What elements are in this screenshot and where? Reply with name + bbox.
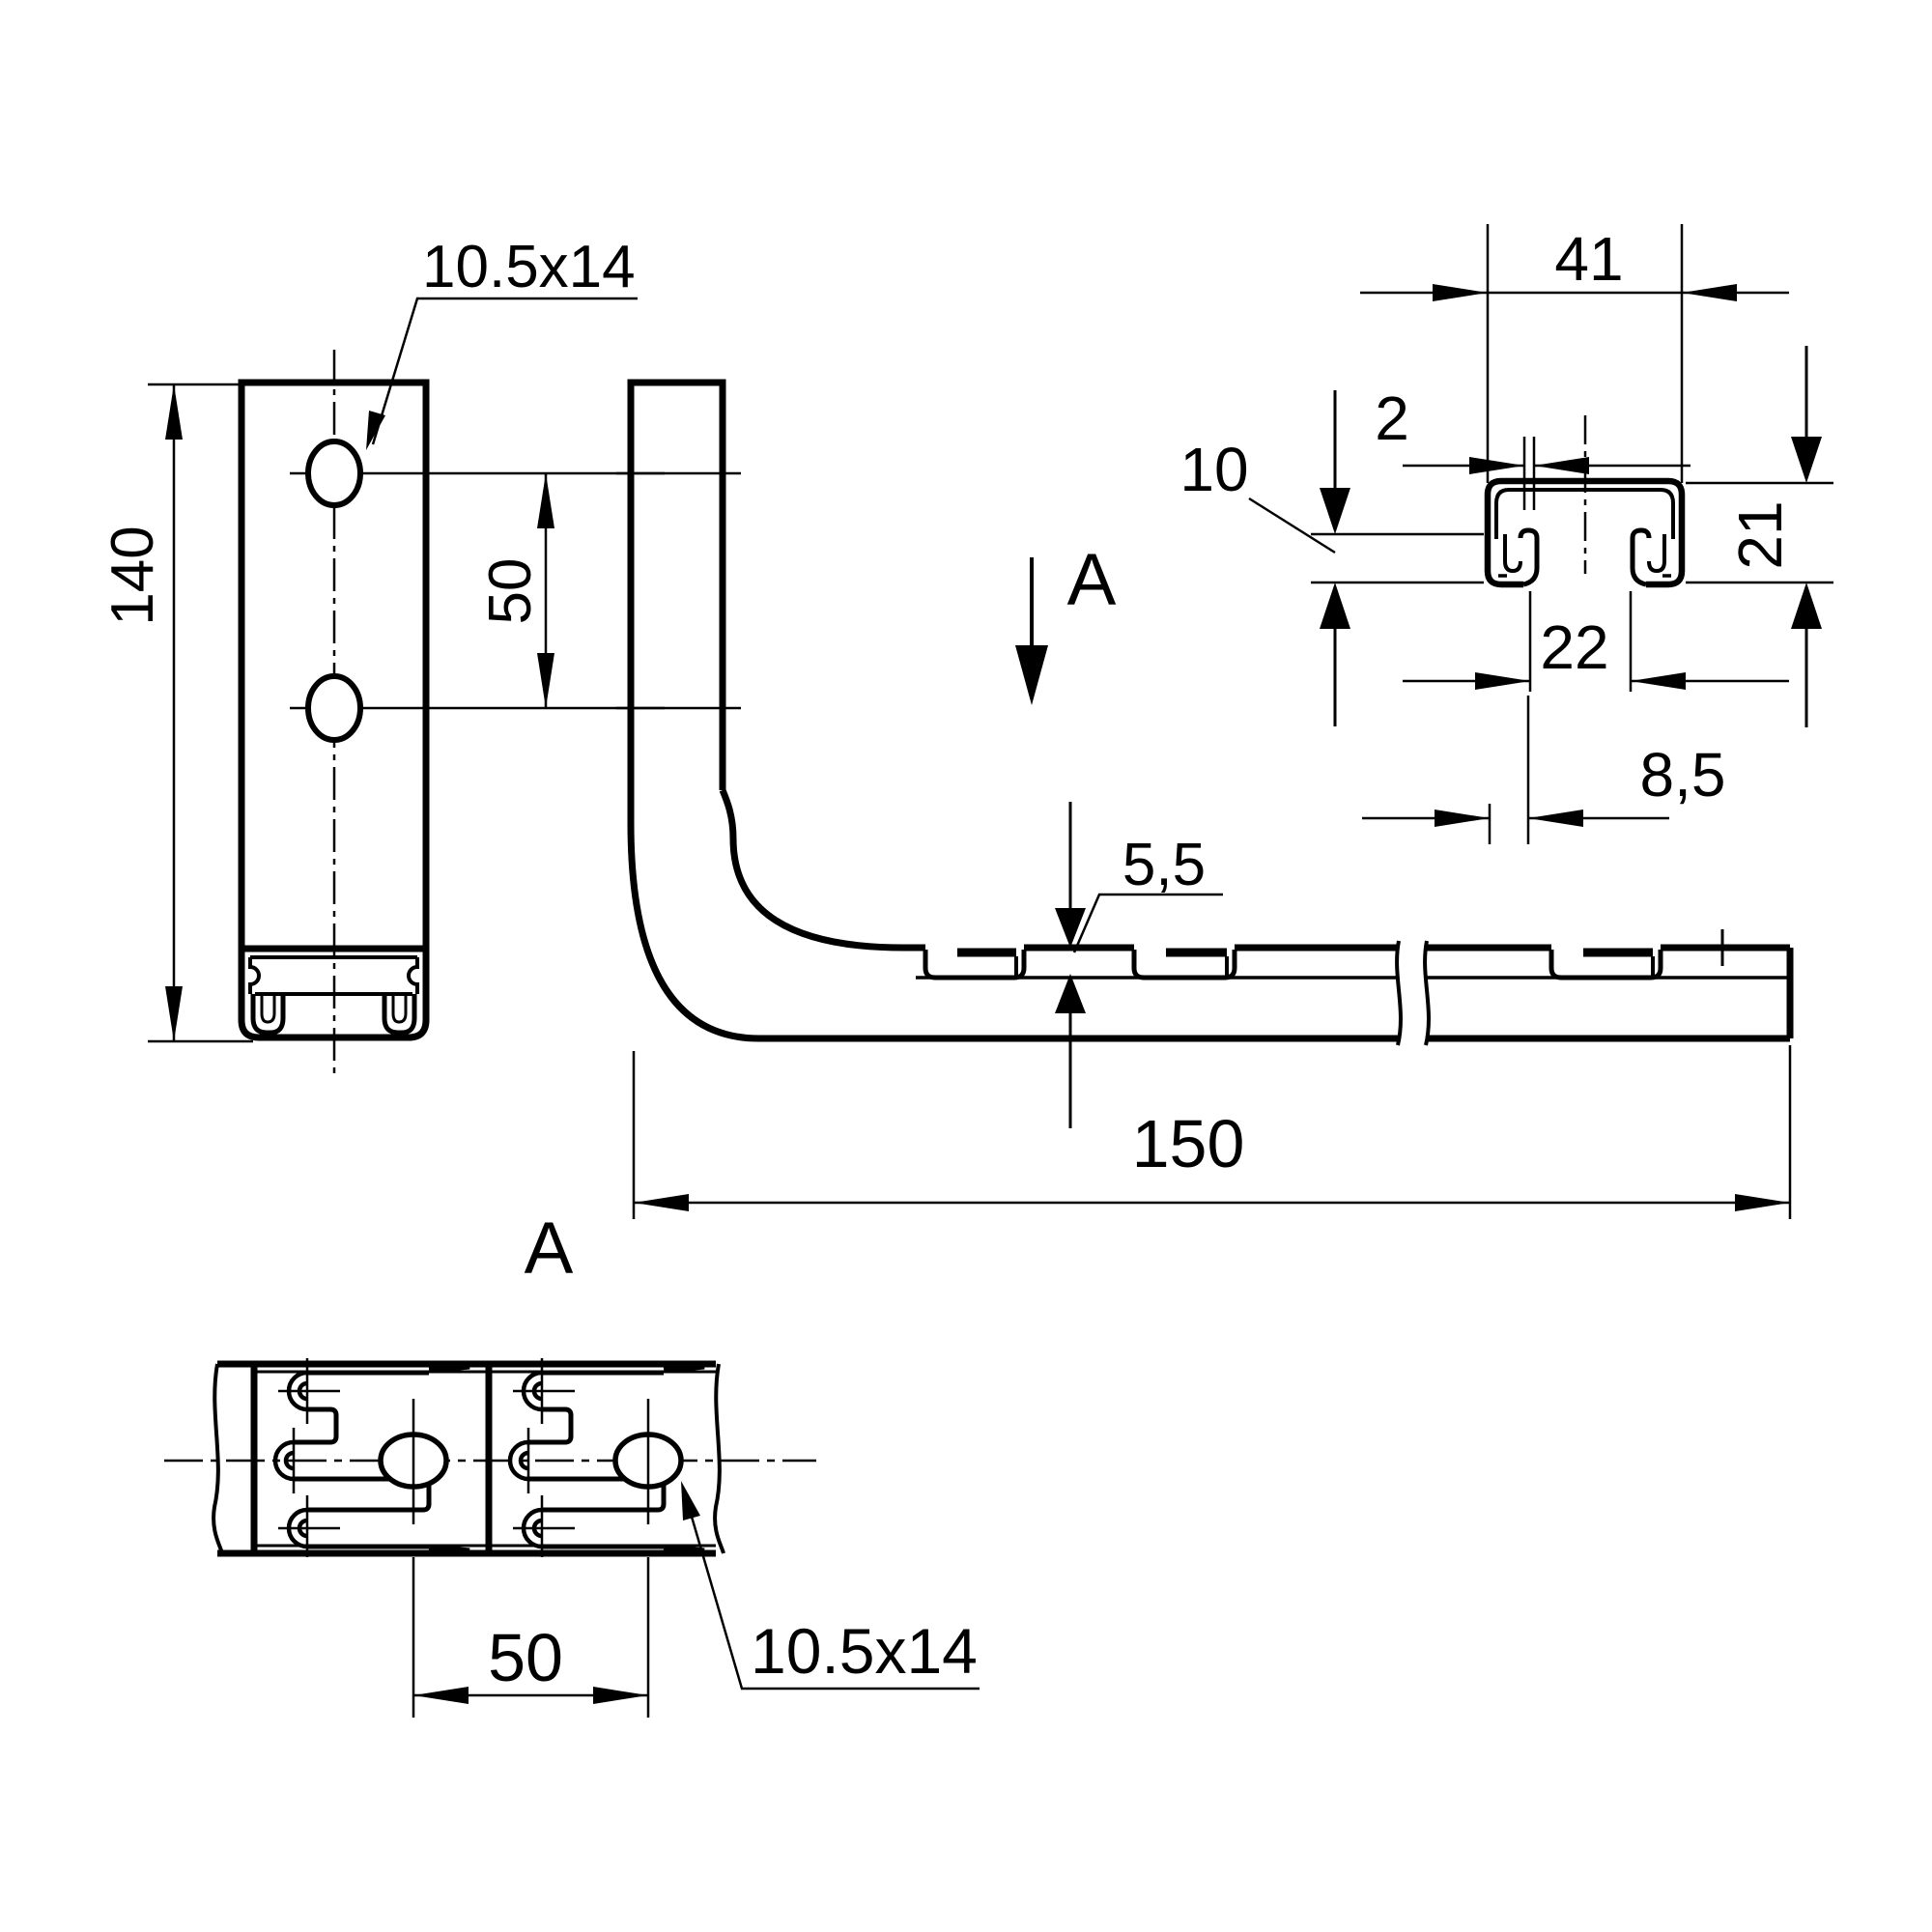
- arrowhead-down: [1320, 488, 1350, 534]
- side-height-label: 140: [99, 526, 166, 625]
- side-view-channel-inner-left: [248, 957, 261, 994]
- hook3-merge: [428, 1544, 470, 1557]
- side-hole-label: 10.5x14: [422, 234, 636, 300]
- height-label: 21: [1725, 500, 1795, 569]
- arrowhead-down: [537, 653, 554, 708]
- arrowhead-right: [1735, 1194, 1790, 1211]
- front-dim-lip-thickness: 5,5: [1055, 802, 1223, 1128]
- section-mark-label: A: [1067, 539, 1117, 621]
- ext-ticks: [1522, 437, 1536, 510]
- leader-line: [685, 1499, 980, 1690]
- arrowhead-down: [1791, 437, 1822, 483]
- slot-width-label: 22: [1540, 612, 1608, 682]
- front-break-line-left: [1395, 940, 1403, 1046]
- side-view-left-foot-slot: [260, 994, 276, 1024]
- wall-label: 2: [1375, 384, 1409, 453]
- profile-view: 41 2 10: [1179, 224, 1833, 844]
- profile-right-lip: [1630, 527, 1652, 587]
- front-leg-outline: [627, 379, 726, 823]
- hook1-merge: [663, 1360, 705, 1374]
- arrowhead-right: [1469, 457, 1524, 474]
- leader-line: [371, 297, 638, 445]
- leader-line: [1248, 497, 1336, 554]
- lip-thickness-label: 5,5: [1122, 832, 1206, 898]
- front-notch-1: [923, 950, 1027, 980]
- arrowhead-right: [1433, 284, 1488, 301]
- section-view: A: [164, 1208, 980, 1718]
- length-label: 150: [1132, 1106, 1245, 1181]
- arrowhead-up: [537, 473, 554, 528]
- section-arrow: A: [1015, 539, 1117, 705]
- lip-height-label: 10: [1179, 435, 1248, 504]
- front-notch-3: [1548, 950, 1663, 980]
- width-label: 41: [1554, 224, 1623, 294]
- arrowhead-left: [1534, 457, 1589, 474]
- profile-dim-lip-offset: 8,5: [1362, 696, 1725, 844]
- front-inner-bend: [719, 788, 904, 952]
- lip-offset-label: 8,5: [1640, 740, 1726, 810]
- side-view-right-foot-slot: [391, 994, 408, 1024]
- leader-arrowhead: [366, 411, 385, 450]
- leader-line: [1072, 893, 1223, 953]
- section-hole-callout: 10.5x14: [681, 1481, 980, 1690]
- front-outer-bend: [627, 822, 760, 1042]
- side-pitch-label: 50: [477, 558, 544, 625]
- arrowhead-down: [1055, 908, 1086, 948]
- arrowhead-up: [165, 384, 183, 440]
- arrowhead-left: [1631, 672, 1686, 690]
- arrowhead-left: [1528, 810, 1583, 827]
- section-pitch-label: 50: [488, 1620, 563, 1695]
- arrowhead-up: [1320, 582, 1350, 629]
- side-view-channel-outline: [238, 945, 430, 1041]
- hook2-inner-arc: [283, 1450, 295, 1471]
- arrowhead-left: [413, 1687, 469, 1704]
- profile-dim-slot: 22: [1403, 591, 1789, 692]
- hook3-merge: [663, 1544, 705, 1557]
- slot-hole-1: [305, 439, 363, 508]
- section-hole-label: 10.5x14: [751, 1615, 978, 1687]
- section-break-left: [212, 1363, 224, 1554]
- side-dim-pitch: 50: [477, 473, 554, 708]
- arrowhead-right: [593, 1687, 648, 1704]
- side-view-right-foot: [382, 994, 417, 1036]
- profile-dim-wall: 2: [1375, 384, 1690, 510]
- front-far-lip-edges: [1014, 956, 1655, 976]
- arrowhead-up: [1055, 974, 1086, 1013]
- hook1-merge: [428, 1360, 470, 1374]
- profile-left-lip: [1518, 527, 1540, 587]
- profile-dim-width: 41: [1360, 224, 1789, 483]
- section-arrowhead: [1015, 645, 1048, 705]
- profile-dim-height: 21: [1686, 346, 1833, 727]
- front-dim-length: 150: [632, 1045, 1792, 1219]
- section-title: A: [525, 1208, 574, 1290]
- arrowhead-right: [1435, 810, 1490, 827]
- leader-arrowhead: [681, 1481, 700, 1520]
- hook1-centerlines: [513, 1358, 575, 1424]
- side-dim-height: 140: [99, 383, 253, 1043]
- arrowhead-right: [1475, 672, 1530, 690]
- side-view: 10.5x14 50 140: [99, 234, 665, 1080]
- hook1-to-hook2: [294, 1406, 339, 1445]
- slot-hole-2: [305, 673, 363, 743]
- arrowhead-up: [1791, 582, 1822, 629]
- hook1-centerlines: [278, 1358, 340, 1424]
- front-notch-2: [1131, 950, 1237, 980]
- profile-left-lip-hook: [1503, 534, 1522, 574]
- section-dim-pitch: 50: [413, 1620, 648, 1704]
- arrowhead-left: [634, 1194, 689, 1211]
- section-break-right: [713, 1363, 725, 1554]
- side-view-channel-inner-right: [407, 957, 419, 994]
- arrowhead-down: [165, 986, 183, 1041]
- front-break-line-right: [1423, 940, 1431, 1046]
- hook1-to-hook2: [528, 1406, 574, 1445]
- arrowhead-left: [1682, 284, 1737, 301]
- front-view: A 5,5 150: [616, 379, 1794, 1219]
- side-view-left-foot: [250, 994, 286, 1036]
- profile-right-lip-hook: [1647, 534, 1666, 574]
- profile-dim-lip-height: 10: [1179, 390, 1484, 726]
- side-hole-callout: 10.5x14: [366, 234, 638, 450]
